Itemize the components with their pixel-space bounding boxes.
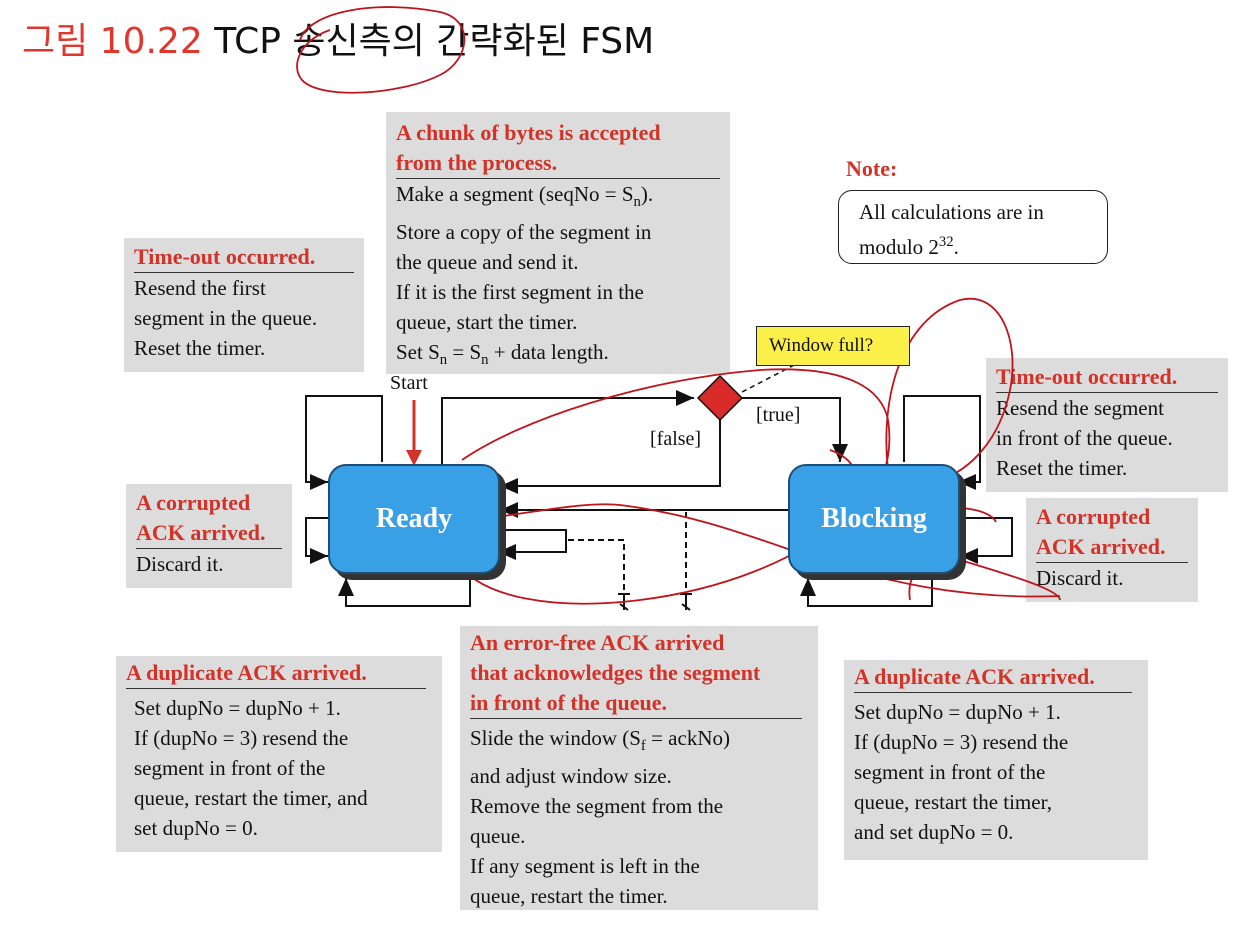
ready-errorfree-loop bbox=[498, 529, 567, 560]
ready-corrupt-loop bbox=[305, 517, 330, 564]
ready-duplicate-loop bbox=[338, 574, 471, 607]
duplicate-right-heading: A duplicate ACK arrived. bbox=[854, 662, 1132, 693]
note-box: All calculations are in modulo 232. bbox=[838, 190, 1108, 264]
figure-caption: TCP 송신측의 간략화된 FSM bbox=[214, 21, 655, 62]
start-label: Start bbox=[390, 372, 428, 394]
duplicate-left-heading: A duplicate ACK arrived. bbox=[126, 658, 426, 689]
duplicate-right-text: Set dupNo = dupNo + 1. If (dupNo = 3) re… bbox=[854, 700, 1069, 844]
timeout-left-heading: Time-out occurred. bbox=[134, 242, 354, 273]
blocking-state: Blocking bbox=[788, 464, 960, 574]
note-label: Note: bbox=[846, 156, 898, 181]
window-full-decision bbox=[696, 374, 744, 422]
timeout-right-heading: Time-out occurred. bbox=[996, 362, 1218, 393]
figure-number: 그림 10.22 bbox=[22, 21, 203, 62]
false-label: [false] bbox=[650, 428, 702, 450]
false-branch bbox=[500, 420, 721, 494]
window-full-callout: Window full? bbox=[756, 326, 910, 366]
timeout-left-box: Time-out occurred. Resend the first segm… bbox=[124, 238, 364, 372]
blocking-corrupt-loop bbox=[958, 517, 1013, 564]
ready-state: Ready bbox=[328, 464, 500, 574]
figure-title: 그림 10.22 TCP 송신측의 간략화된 FSM bbox=[22, 12, 654, 64]
handwritten-annotations bbox=[296, 6, 1061, 605]
true-label: [true] bbox=[756, 404, 801, 426]
chunk-accepted-text: Make a segment (seqNo = Sn). Store a cop… bbox=[396, 182, 654, 369]
corrupted-left-text: Discard it. bbox=[136, 552, 224, 576]
timeout-left-text: Resend the first segment in the queue. R… bbox=[134, 276, 318, 360]
error-free-ack-text: Slide the window (Sf = ackNo) and adjust… bbox=[470, 726, 730, 909]
true-branch bbox=[742, 397, 848, 462]
blocking-timeout-loop bbox=[903, 395, 981, 490]
duplicate-left-text: Set dupNo = dupNo + 1. If (dupNo = 3) re… bbox=[134, 696, 368, 840]
ready-timeout-loop bbox=[305, 395, 383, 490]
duplicate-left-box: A duplicate ACK arrived. Set dupNo = dup… bbox=[116, 656, 442, 852]
blocking-duplicate-loop bbox=[800, 574, 933, 607]
duplicate-right-box: A duplicate ACK arrived. Set dupNo = dup… bbox=[844, 660, 1148, 860]
timeout-right-text: Resend the segment in front of the queue… bbox=[996, 396, 1173, 480]
corrupted-right-text: Discard it. bbox=[1036, 566, 1124, 590]
timeout-right-box: Time-out occurred. Resend the segment in… bbox=[986, 358, 1228, 492]
